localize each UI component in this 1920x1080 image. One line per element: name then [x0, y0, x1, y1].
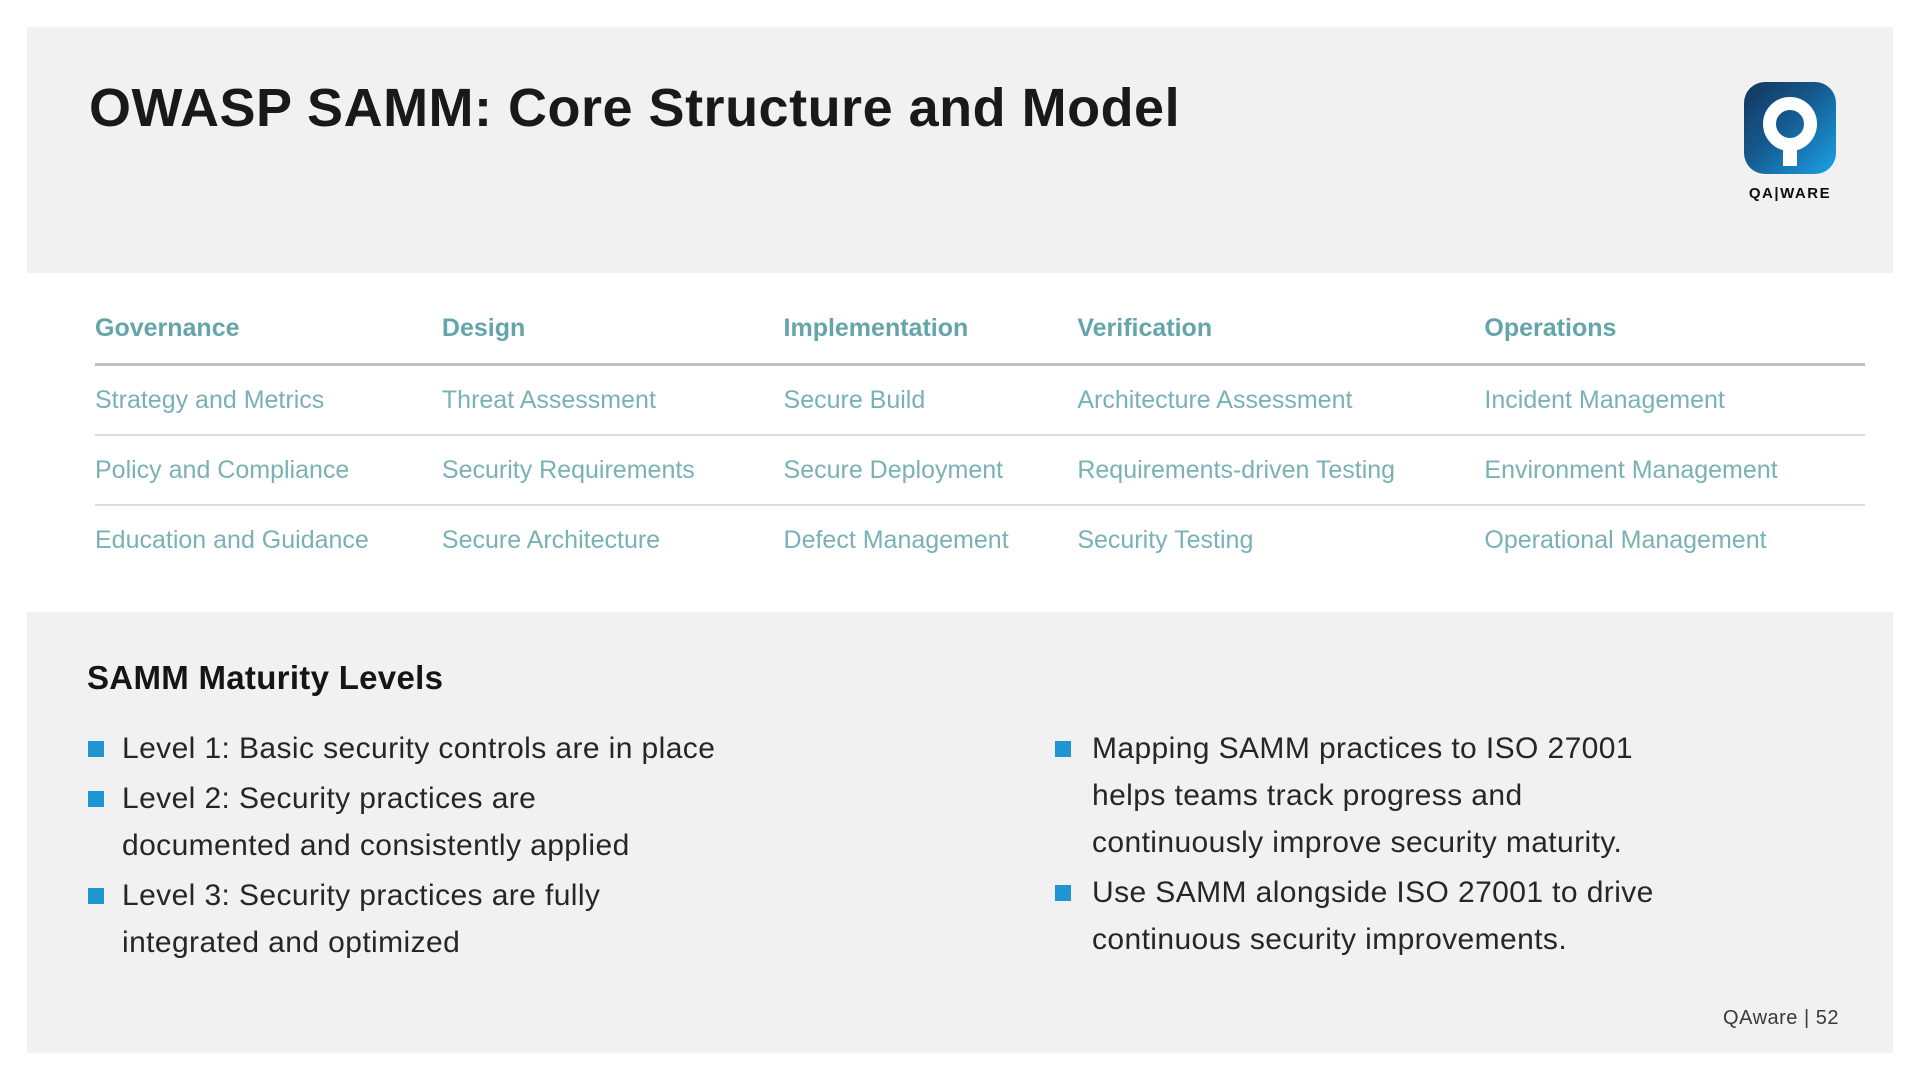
list-item: Mapping SAMM practices to ISO 27001 helps… — [1055, 725, 1885, 866]
q-ring-shape — [1763, 97, 1817, 151]
slide: OWASP SAMM: Core Structure and Model QA|… — [27, 27, 1893, 1053]
bullet-square-icon — [88, 888, 104, 904]
table-cell: Strategy and Metrics — [95, 385, 325, 414]
list-item: Level 3: Security practices are fully int… — [88, 872, 948, 966]
maturity-heading: SAMM Maturity Levels — [87, 659, 444, 696]
table-divider — [95, 363, 1865, 366]
table-cell: Policy and Compliance — [95, 455, 350, 484]
bullet-text: Level 1: Basic security controls are in … — [122, 725, 715, 772]
list-item: Level 1: Basic security controls are in … — [88, 725, 948, 772]
bullet-text: Mapping SAMM practices to ISO 27001 helps… — [1092, 725, 1633, 866]
table-header-cell: Governance — [95, 313, 240, 342]
bullet-square-icon — [1055, 885, 1071, 901]
bullet-line: continuous security improvements. — [1092, 923, 1568, 956]
table-divider — [95, 434, 1865, 436]
table-cell: Architecture Assessment — [1077, 385, 1353, 414]
bullet-text: Level 2: Security practices are documente… — [122, 775, 630, 869]
table-header-cell: Verification — [1077, 313, 1213, 342]
bullet-line: Level 1: Basic security controls are in … — [122, 732, 716, 765]
q-stem-shape — [1783, 148, 1797, 166]
bullet-square-icon — [88, 741, 104, 757]
qaware-q-icon — [1744, 82, 1836, 174]
bullet-line: integrated and optimized — [122, 926, 461, 959]
table-cell: Secure Build — [783, 385, 926, 414]
bullet-line: Mapping SAMM practices to ISO 27001 — [1092, 732, 1633, 765]
list-item: Level 2: Security practices are documente… — [88, 775, 948, 869]
samm-practices-table: Governance Design Implementation Verificati… — [95, 293, 1865, 574]
table-cell: Education and Guidance — [95, 525, 369, 554]
bullet-line: helps teams track progress and — [1092, 779, 1523, 812]
list-item: Use SAMM alongside ISO 27001 to drive con… — [1055, 869, 1885, 963]
footer-page-label: QAware | 52 — [1723, 1007, 1839, 1029]
bullet-text: Level 3: Security practices are fully int… — [122, 872, 600, 966]
table-divider — [95, 504, 1865, 506]
slide-title: OWASP SAMM: Core Structure and Model — [89, 78, 1181, 138]
bullet-text: Use SAMM alongside ISO 27001 to drive con… — [1092, 869, 1654, 963]
table-cell: Environment Management — [1484, 455, 1778, 484]
table-row: Policy and Compliance Security Requiremen… — [95, 436, 1865, 504]
bullet-line: Level 2: Security practices are — [122, 782, 537, 815]
bullet-square-icon — [88, 791, 104, 807]
bullet-square-icon — [1055, 741, 1071, 757]
table-cell: Secure Architecture — [441, 525, 661, 554]
table-header-row: Governance Design Implementation Verificati… — [95, 293, 1865, 363]
table-cell: Threat Assessment — [441, 385, 656, 414]
table-cell: Security Testing — [1077, 525, 1254, 554]
maturity-bullet-list-right: Mapping SAMM practices to ISO 27001 helps… — [1055, 725, 1885, 966]
table-cell: Secure Deployment — [783, 455, 1004, 484]
bullet-line: Use SAMM alongside ISO 27001 to drive — [1092, 876, 1654, 909]
table-cell: Security Requirements — [441, 455, 695, 484]
table-header-cell: Operations — [1484, 313, 1617, 342]
bullet-line: Level 3: Security practices are fully — [122, 879, 601, 912]
table-cell: Operational Management — [1484, 525, 1767, 554]
table-cell: Incident Management — [1484, 385, 1725, 414]
bullet-line: documented and consistently applied — [122, 829, 630, 862]
qaware-logo-label: QA|WARE — [1748, 185, 1832, 202]
table-header-cell: Implementation — [783, 313, 969, 342]
table-background-band — [27, 273, 1893, 612]
table-header-cell: Design — [441, 313, 526, 342]
maturity-bullet-list-left: Level 1: Basic security controls are in … — [88, 725, 948, 969]
table-row: Strategy and Metrics Threat Assessment Sec… — [95, 366, 1865, 434]
table-cell: Defect Management — [783, 525, 1009, 554]
bullet-line: continuously improve security maturity. — [1092, 826, 1623, 859]
table-cell: Requirements-driven Testing — [1077, 455, 1396, 484]
table-row: Education and Guidance Secure Architectur… — [95, 506, 1865, 574]
qaware-logo: QA|WARE — [1725, 82, 1855, 202]
